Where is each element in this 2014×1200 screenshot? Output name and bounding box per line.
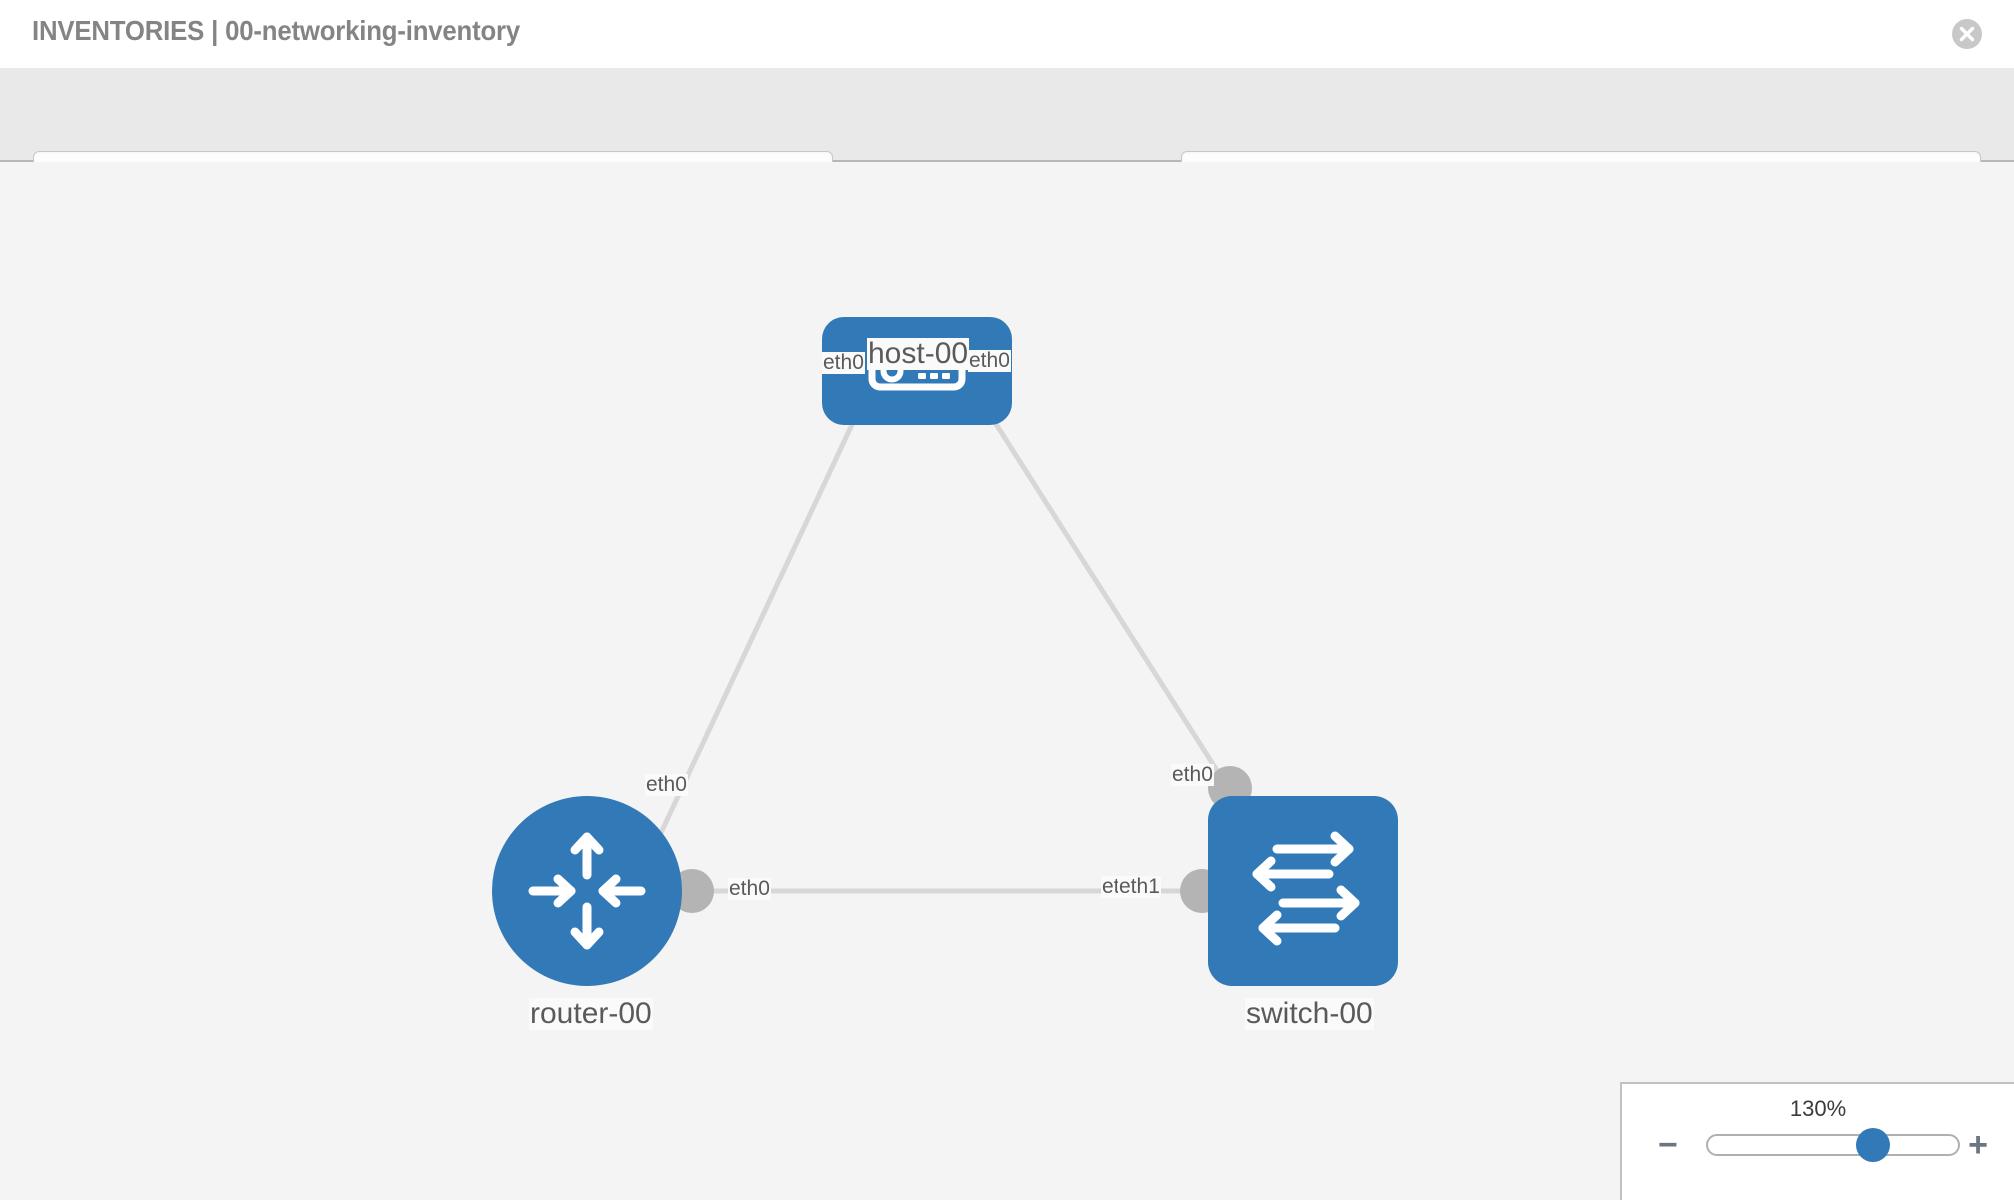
- edge-label-switch-lan-b: eth1: [1118, 875, 1161, 899]
- edge-host-switch: [947, 349, 1235, 797]
- topology-canvas[interactable]: eth0 host-00 eth0 eth0 eth0 eth0 eth eth…: [0, 162, 2014, 1200]
- edge-host-router: [649, 349, 889, 855]
- page-title: INVENTORIES | 00-networking-inventory: [32, 15, 521, 46]
- router-arrows-icon: [528, 832, 646, 950]
- edge-label-switch-uplink: eth0: [1171, 763, 1214, 787]
- node-label-router-00: router-00: [529, 997, 653, 1030]
- toolbar: ACTIONS SEARCH: [0, 68, 2014, 203]
- edge-label-host-right: eth0: [968, 349, 1011, 373]
- node-router-00[interactable]: [492, 796, 682, 986]
- edge-label-host-left: eth0: [822, 351, 865, 375]
- edge-label-router-lan: eth0: [728, 877, 771, 901]
- zoom-in-button[interactable]: +: [1968, 1126, 1988, 1164]
- page-header: INVENTORIES | 00-networking-inventory: [0, 0, 2014, 68]
- topology-edges: [649, 349, 1235, 894]
- zoom-slider-track[interactable]: [1706, 1134, 1960, 1156]
- zoom-slider-thumb[interactable]: [1855, 1128, 1890, 1162]
- node-label-switch-00: switch-00: [1245, 997, 1374, 1030]
- node-label-host-00: host-00: [867, 337, 970, 370]
- zoom-control-panel: 130% − +: [1620, 1082, 2014, 1200]
- switch-arrows-icon: [1252, 831, 1360, 946]
- zoom-level-label: 130%: [1789, 1096, 1847, 1121]
- zoom-out-button[interactable]: −: [1658, 1126, 1678, 1164]
- edge-label-router-uplink: eth0: [645, 773, 688, 797]
- node-switch-00[interactable]: [1208, 796, 1398, 986]
- close-icon[interactable]: [1952, 19, 1982, 49]
